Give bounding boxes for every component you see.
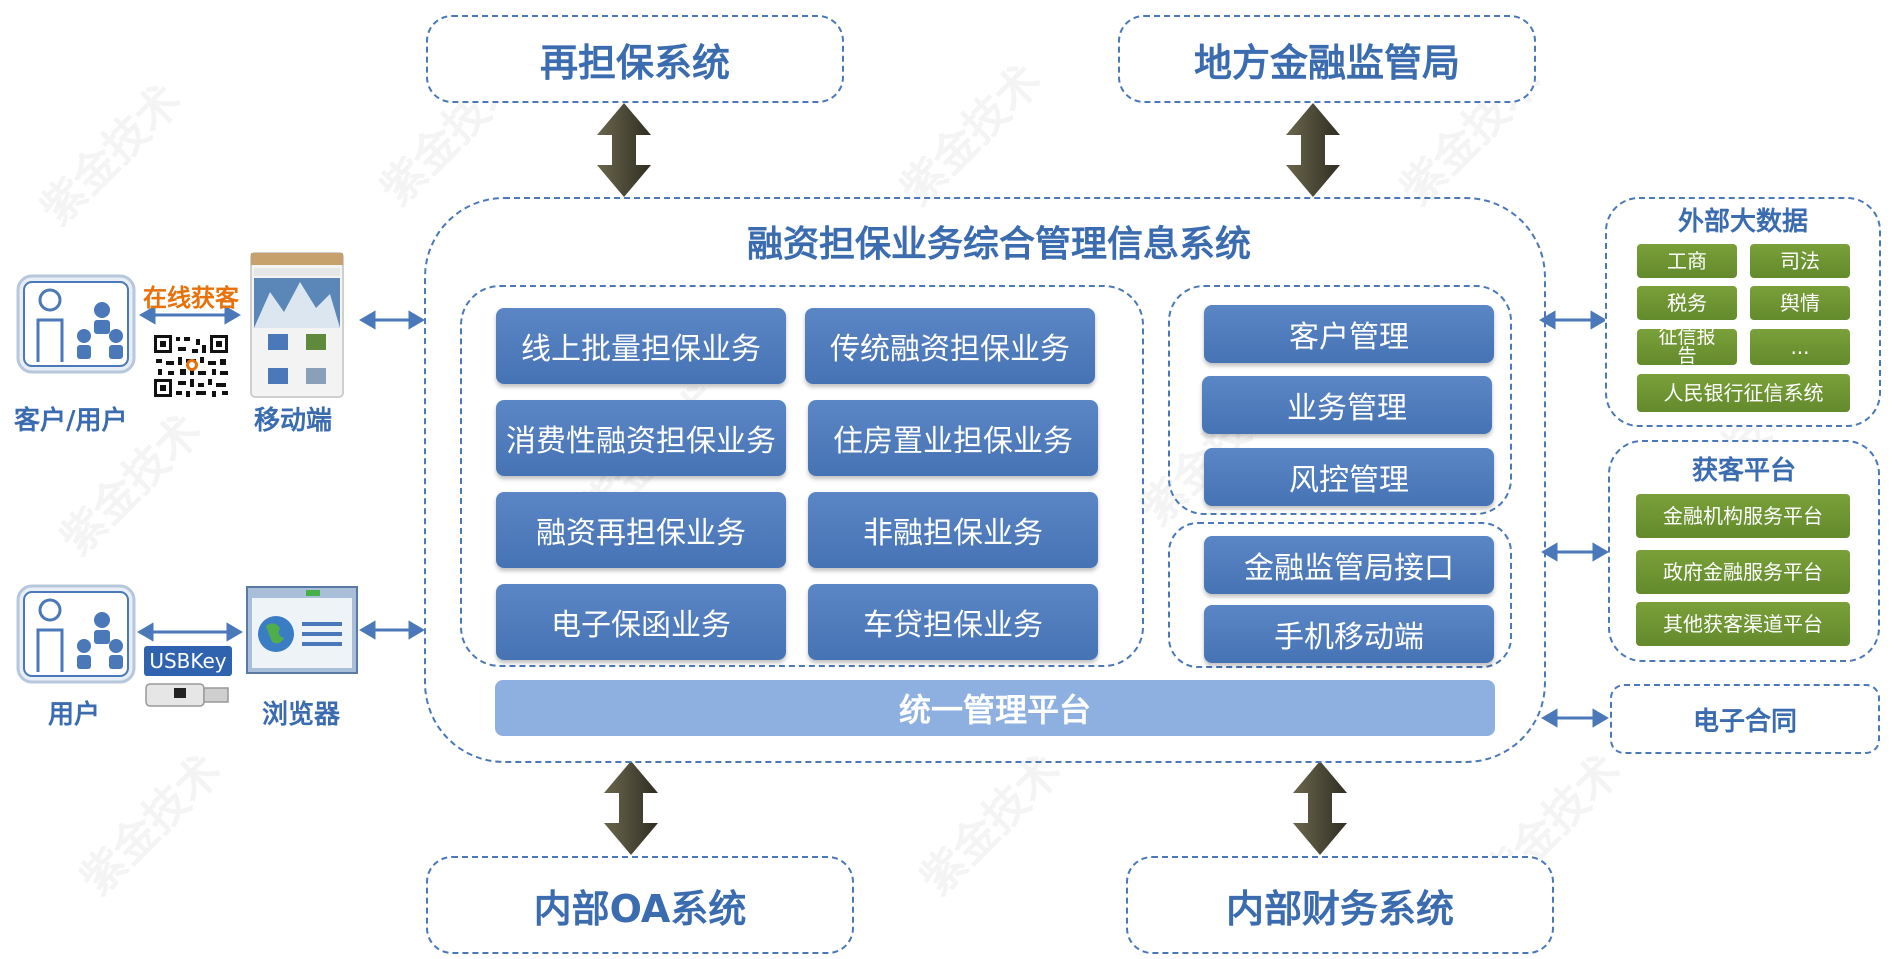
management-label: 风控管理 (1289, 463, 1409, 498)
reguarantee-system-box: 再担保系统 (426, 15, 844, 103)
bigdata-item-label: 舆情 (1780, 291, 1820, 315)
business-label: 电子保函业务 (551, 608, 731, 643)
business-non-financing[interactable]: 非融担保业务 (808, 492, 1098, 568)
interface-label: 手机移动端 (1274, 620, 1424, 655)
user-icon (14, 582, 138, 686)
e-contract-label: 电子合同 (1692, 706, 1797, 737)
business-label: 传统融资担保业务 (830, 332, 1070, 367)
business-e-guarantee[interactable]: 电子保函业务 (496, 584, 786, 660)
acquire-item-label: 政府金融服务平台 (1663, 560, 1823, 584)
oa-system-box: 内部OA系统 (426, 856, 854, 954)
interface-section (1168, 522, 1512, 668)
user-label: 用户 (48, 700, 101, 730)
management-section (1168, 285, 1512, 515)
arrow-regulator (1286, 103, 1340, 197)
interface-label: 金融监管局接口 (1244, 551, 1454, 586)
unified-platform-label: 统一管理平台 (898, 691, 1091, 729)
business-car-loan[interactable]: 车贷担保业务 (808, 584, 1098, 660)
bigdata-pboc-credit[interactable]: 人民银行征信系统 (1637, 374, 1850, 412)
management-label: 客户管理 (1289, 320, 1409, 355)
acquire-financial-institution[interactable]: 金融机构服务平台 (1636, 494, 1850, 538)
reguarantee-system-label: 再担保系统 (539, 40, 730, 85)
business-section (460, 285, 1144, 667)
risk-management[interactable]: 风控管理 (1204, 448, 1494, 506)
bigdata-item-label: 人民银行征信系统 (1663, 381, 1824, 405)
e-contract-box: 电子合同 (1610, 684, 1880, 754)
bigdata-tax[interactable]: 税务 (1637, 286, 1737, 320)
business-label: 消费性融资担保业务 (506, 424, 776, 459)
bigdata-credit-report[interactable]: 征信报告 (1637, 329, 1737, 365)
mobile-phone-icon (250, 252, 344, 398)
finance-system-label: 内部财务系统 (1225, 886, 1454, 931)
business-management[interactable]: 业务管理 (1202, 376, 1492, 434)
oa-system-label: 内部OA系统 (533, 886, 747, 931)
bigdata-business-reg[interactable]: 工商 (1637, 244, 1737, 278)
bigdata-judicial[interactable]: 司法 (1750, 244, 1850, 278)
business-label: 车贷担保业务 (863, 608, 1043, 643)
main-system-title: 融资担保业务综合管理信息系统 (746, 224, 1251, 265)
finance-system-box: 内部财务系统 (1126, 856, 1554, 954)
bigdata-item-label: ... (1790, 335, 1810, 359)
business-label: 融资再担保业务 (536, 516, 746, 551)
business-label: 线上批量担保业务 (521, 332, 761, 367)
business-online-batch[interactable]: 线上批量担保业务 (496, 308, 786, 384)
business-label: 非融担保业务 (863, 516, 1043, 551)
customer-user-label: 客户/用户 (14, 406, 128, 436)
unified-platform[interactable]: 统一管理平台 (495, 680, 1495, 736)
acquire-other-channels[interactable]: 其他获客渠道平台 (1636, 602, 1850, 646)
qr-code-icon (152, 333, 232, 399)
mobile-label: 移动端 (254, 406, 333, 436)
horizontal-arrows (137, 305, 1609, 728)
bigdata-item-label: 司法 (1780, 249, 1820, 273)
usb-key-icon (145, 683, 229, 707)
customer-management[interactable]: 客户管理 (1204, 305, 1494, 363)
bigdata-public-opinion[interactable]: 舆情 (1750, 286, 1850, 320)
bigdata-more[interactable]: ... (1750, 329, 1850, 365)
business-housing[interactable]: 住房置业担保业务 (808, 400, 1098, 476)
main-system-container (424, 197, 1546, 763)
business-traditional[interactable]: 传统融资担保业务 (805, 308, 1095, 384)
acquire-item-label: 金融机构服务平台 (1663, 504, 1823, 528)
regulator-box: 地方金融监管局 (1118, 15, 1536, 103)
business-label: 住房置业担保业务 (833, 424, 1073, 459)
external-bigdata-title: 外部大数据 (1677, 206, 1808, 237)
usbkey-label: USBKey (144, 646, 232, 676)
regulator-label: 地方金融监管局 (1193, 40, 1460, 85)
business-consumer[interactable]: 消费性融资担保业务 (496, 400, 786, 476)
acquire-item-label: 其他获客渠道平台 (1663, 612, 1823, 636)
business-reguarantee[interactable]: 融资再担保业务 (496, 492, 786, 568)
regulator-interface[interactable]: 金融监管局接口 (1204, 536, 1494, 594)
online-acquire-label: 在线获客 (143, 284, 239, 312)
acquire-platform-title: 获客平台 (1691, 455, 1796, 486)
arrow-oa (604, 761, 658, 855)
browser-icon (246, 586, 358, 674)
bigdata-item-label: 工商 (1667, 249, 1707, 273)
arrow-reguarantee (597, 103, 651, 197)
usbkey-device: USBKey (144, 646, 232, 708)
mobile-terminal[interactable]: 手机移动端 (1204, 605, 1494, 663)
bigdata-item-label: 税务 (1667, 291, 1707, 315)
arrow-finance (1293, 761, 1347, 855)
customer-user-icon (14, 272, 138, 376)
bigdata-item-label: 征信报告 (1658, 329, 1716, 365)
acquire-government[interactable]: 政府金融服务平台 (1636, 550, 1850, 594)
browser-label: 浏览器 (262, 700, 341, 730)
management-label: 业务管理 (1287, 391, 1407, 426)
